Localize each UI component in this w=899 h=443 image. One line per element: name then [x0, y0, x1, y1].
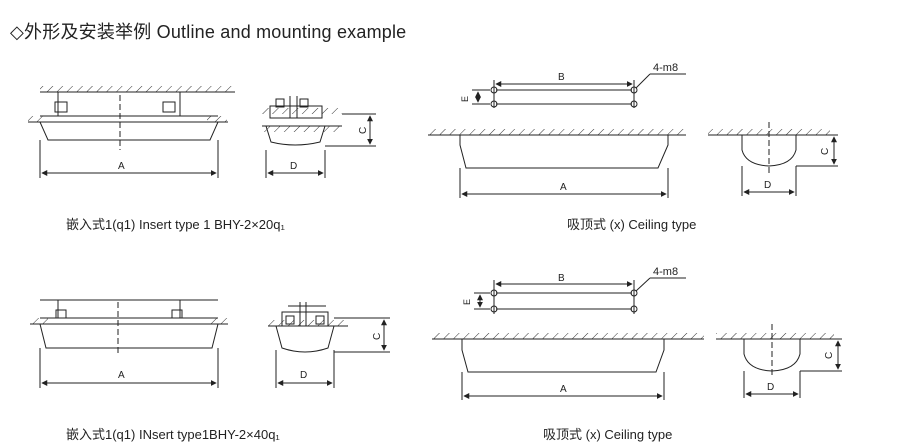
dim-a-label: A: [118, 161, 125, 172]
ceiling-type-bottom-mounting-detail: [432, 277, 842, 400]
dim-d-label: D: [290, 161, 297, 172]
holes-label: 4-m8: [653, 266, 678, 278]
caption-insert-type-2x40: 嵌入式1(q1) INsert type1BHY-2×40q₁: [66, 427, 280, 442]
dim-e-label: E: [462, 299, 472, 305]
dim-a-label: A: [560, 384, 567, 395]
dim-c-label: C: [358, 127, 369, 134]
dim-d-label: D: [767, 382, 774, 393]
dim-a-label: A: [560, 182, 567, 193]
page-title: ◇外形及安装举例 Outline and mounting example: [10, 22, 407, 42]
dim-d-label: D: [764, 180, 771, 191]
dim-c-label: C: [824, 352, 835, 359]
dim-e-label: E: [460, 96, 470, 102]
caption-insert-type-2x20: 嵌入式1(q1) Insert type 1 BHY-2×20q₁: [66, 217, 285, 232]
dim-b-label: B: [558, 273, 565, 284]
insert-type-1-side-view: [262, 96, 376, 178]
insert-type-1-front-view: [28, 86, 235, 178]
caption-ceiling-type-top: 吸顶式 (x) Ceiling type: [567, 217, 697, 232]
dim-c-label: C: [372, 333, 383, 340]
holes-label: 4-m8: [653, 62, 678, 74]
insert-type-1-bhy-2x40-front-view: [30, 299, 228, 388]
dim-d-label: D: [300, 370, 307, 381]
insert-type-1-bhy-2x40-side-view: [268, 302, 390, 388]
caption-ceiling-type-bottom: 吸顶式 (x) Ceiling type: [543, 427, 673, 442]
ceiling-type-top-mounting-detail: [428, 73, 838, 198]
dim-c-label: C: [820, 148, 831, 155]
dim-a-label: A: [118, 370, 125, 381]
dim-b-label: B: [558, 72, 565, 83]
